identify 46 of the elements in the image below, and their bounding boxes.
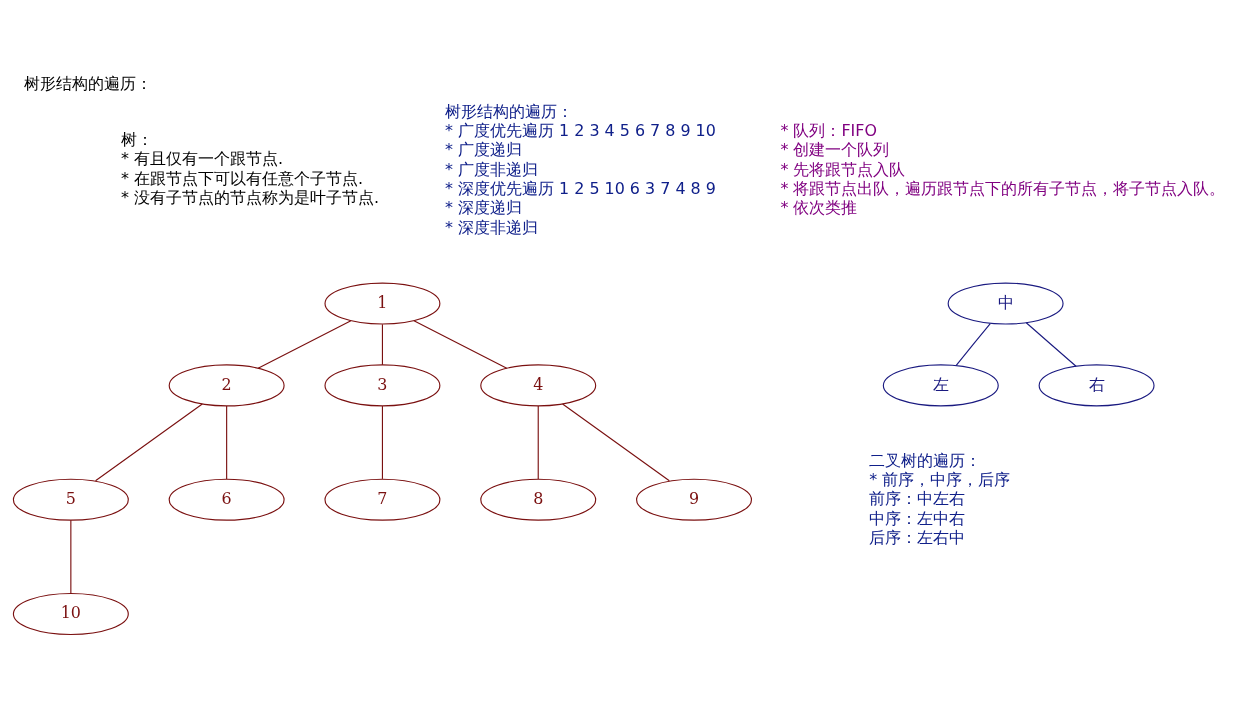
label: * 没有子节点的节点称为是叶子节点. [120,187,379,207]
node-ellipse: 3 [324,363,441,406]
node-ellipse: 9 [636,478,753,521]
label: * 有且仅有一个跟节点. [120,148,283,168]
connector [257,319,352,369]
label: * 将跟节点出队，遍历跟节点下的所有子节点，将子节点入队。 [780,178,1226,198]
node-ellipse: 4 [480,363,597,406]
node-ellipse: 5 [12,478,129,521]
diagram-title: 树形结构的遍历： [23,73,152,93]
connector [381,323,383,365]
connector [70,519,72,594]
node-ellipse: 7 [324,478,441,521]
node-ellipse: 6 [168,478,285,521]
node-ellipse: 右 [1038,363,1155,406]
label: 树形结构的遍历： [444,101,573,121]
node-ellipse: 1 [324,282,441,325]
connector [537,405,539,479]
connector [413,319,508,369]
label: * 创建一个队列 [780,139,890,159]
connector [381,405,383,479]
label: * 队列：FIFO [780,120,877,140]
connector [562,403,670,481]
label: 前序：中左右 [869,488,966,508]
label: * 广度优先遍历 1 2 3 4 5 6 7 8 9 10 [444,120,716,140]
node-ellipse: 左 [882,363,999,406]
label: * 广度非递归 [444,159,538,179]
label: * 深度递归 [444,197,522,217]
connector [226,405,228,479]
connector [1025,321,1077,367]
connector [94,403,203,481]
label: * 依次类推 [780,197,858,217]
label: 后序：左右中 [869,527,966,547]
label: * 深度非递归 [444,217,538,237]
label: * 前序，中序，后序 [869,469,1011,489]
label: 树： [120,129,153,149]
label: 二叉树的遍历： [869,450,982,470]
label: * 深度优先遍历 1 2 5 10 6 3 7 4 8 9 [444,178,716,198]
node-ellipse: 2 [168,363,285,406]
node-ellipse: 8 [480,478,597,521]
label: * 在跟节点下可以有任意个子节点. [120,168,363,188]
node-ellipse: 10 [12,592,129,635]
connector [955,322,991,366]
label: * 先将跟节点入队 [780,159,906,179]
label: 中序：左中右 [869,508,966,528]
label: * 广度递归 [444,139,522,159]
node-ellipse: 中 [947,282,1064,325]
